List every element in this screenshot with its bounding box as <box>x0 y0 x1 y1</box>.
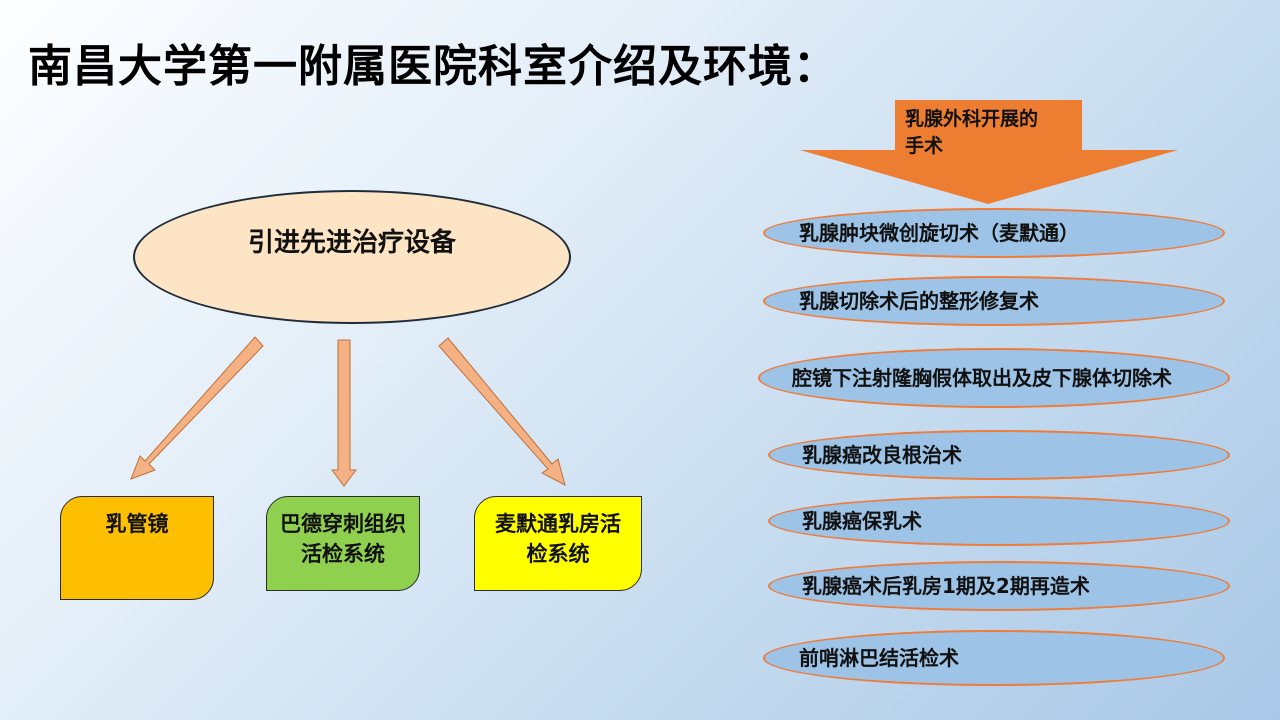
surgery-item-label: 乳腺肿块微创旋切术（麦默通） <box>799 221 1079 245</box>
arrow-to-bard-biopsy <box>331 339 357 487</box>
equipment-box-ductoscope: 乳管镜 <box>60 496 214 600</box>
surgery-item-label: 乳腺癌术后乳房1期及2期再造术 <box>802 574 1090 598</box>
surgery-item: 腔镜下注射隆胸假体取出及皮下腺体切除术 <box>758 348 1230 408</box>
surgery-item: 乳腺肿块微创旋切术（麦默通） <box>763 208 1225 258</box>
surgery-item-label: 前哨淋巴结活检术 <box>799 646 959 670</box>
surgery-item: 乳腺癌保乳术 <box>768 496 1230 546</box>
surgery-item-label: 腔镜下注射隆胸假体取出及皮下腺体切除术 <box>792 366 1172 390</box>
surgery-item: 乳腺癌改良根治术 <box>768 430 1230 480</box>
surgery-banner-label: 乳腺外科开展的手术 <box>905 108 1039 157</box>
arrow-to-ductoscope <box>130 336 264 480</box>
equipment-box-bard-biopsy: 巴德穿刺组织活检系统 <box>266 496 420 591</box>
surgery-item-label: 乳腺癌保乳术 <box>802 509 922 533</box>
equipment-ellipse <box>133 190 571 324</box>
equipment-box-label: 麦默通乳房活检系统 <box>495 512 621 566</box>
surgery-banner-arrow <box>800 100 1178 204</box>
equipment-box-label: 乳管镜 <box>105 512 169 536</box>
surgery-item: 前哨淋巴结活检术 <box>763 630 1225 686</box>
surgery-item-label: 乳腺癌改良根治术 <box>802 443 962 467</box>
surgery-item-label: 乳腺切除术后的整形修复术 <box>799 289 1039 313</box>
equipment-box-label: 巴德穿刺组织活检系统 <box>280 512 406 566</box>
equipment-box-mammotome: 麦默通乳房活检系统 <box>474 496 642 591</box>
page-title: 南昌大学第一附属医院科室介绍及环境： <box>28 41 838 92</box>
arrow-to-mammotome <box>438 337 566 486</box>
equipment-label: 引进先进治疗设备 <box>247 228 456 258</box>
surgery-item: 乳腺癌术后乳房1期及2期再造术 <box>768 561 1230 611</box>
surgery-item: 乳腺切除术后的整形修复术 <box>763 276 1225 326</box>
